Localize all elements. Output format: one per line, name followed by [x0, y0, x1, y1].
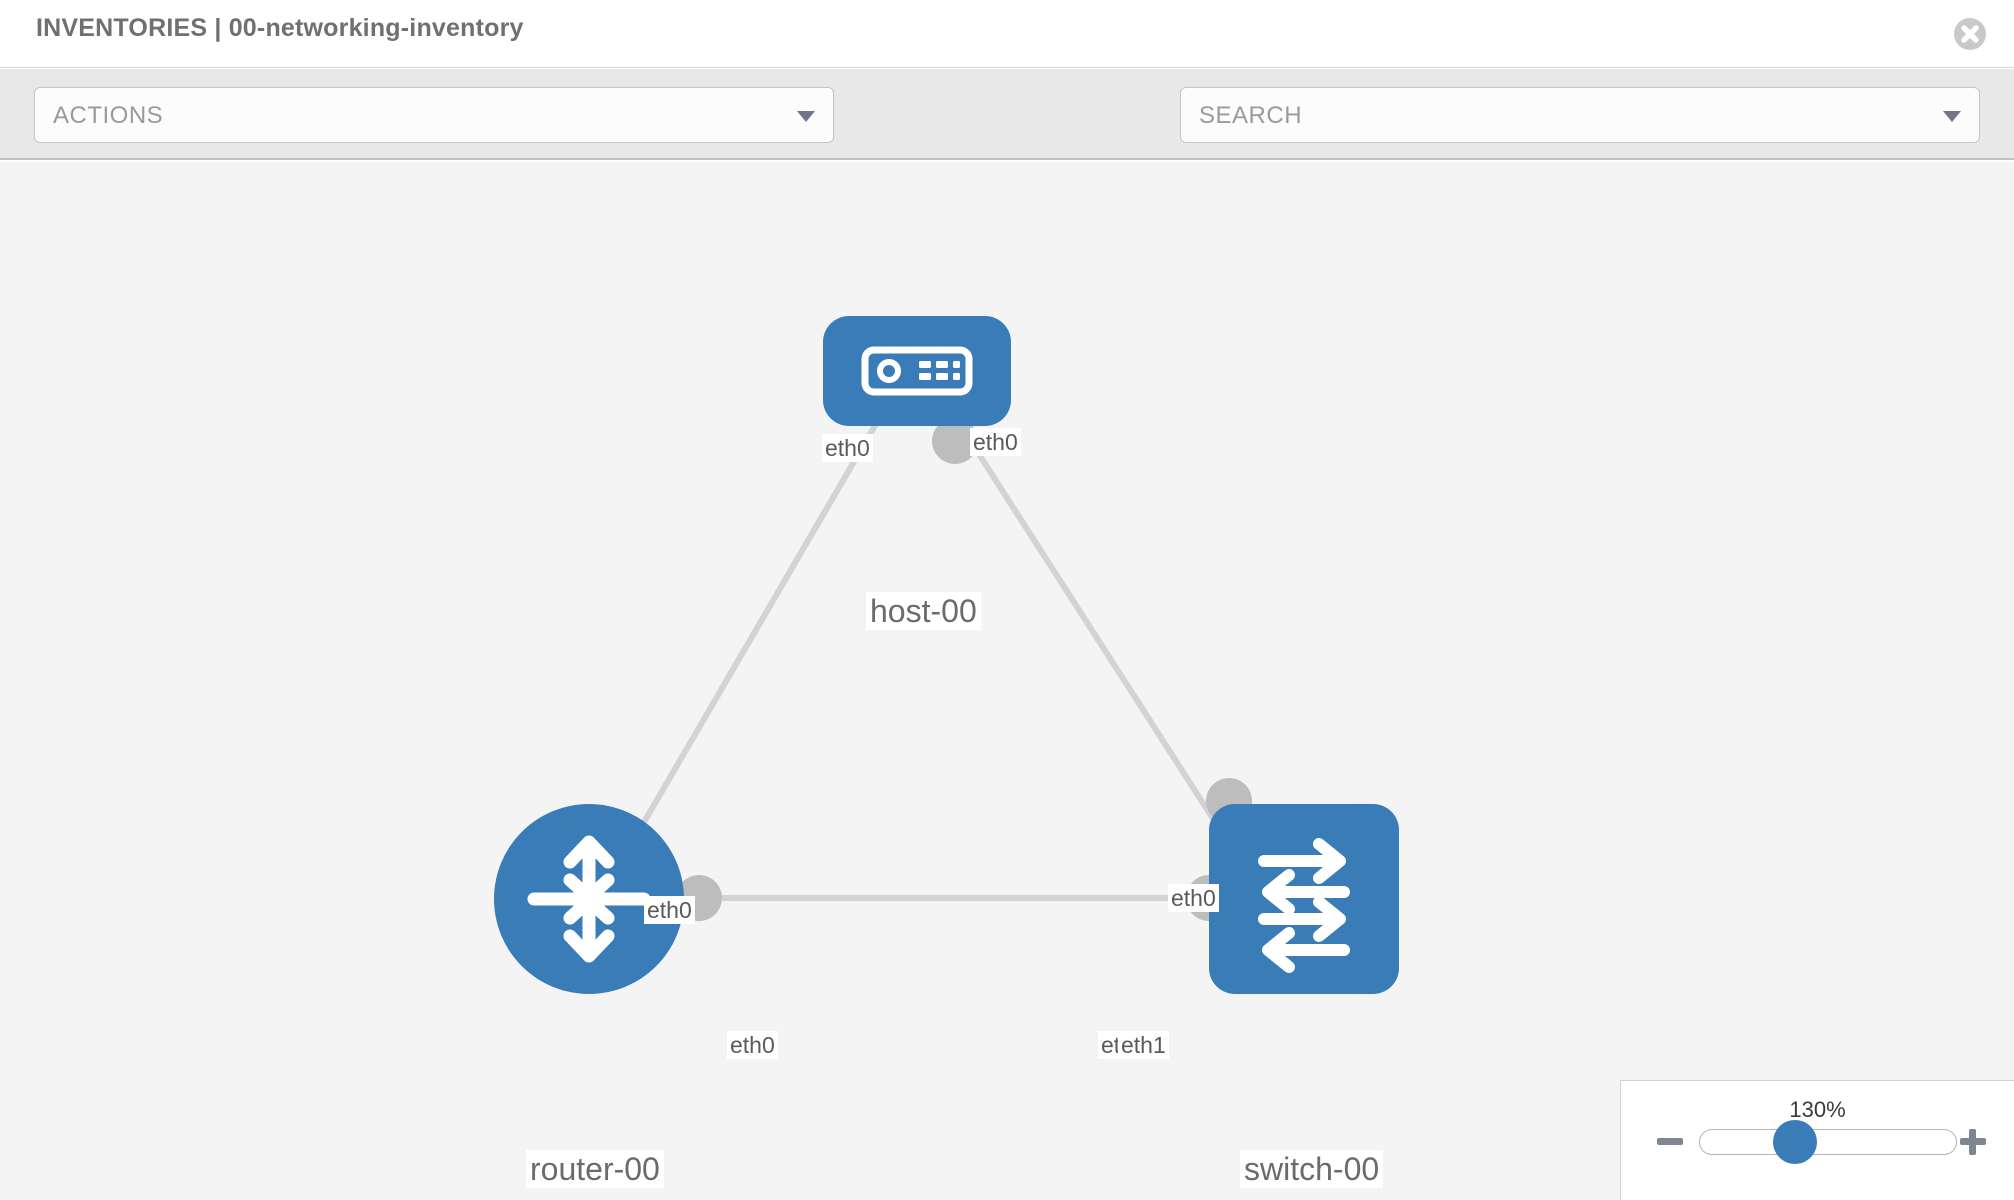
server-icon — [861, 346, 973, 396]
minus-icon[interactable] — [1655, 1127, 1685, 1162]
page-title: INVENTORIES | 00-networking-inventory — [36, 14, 524, 42]
node-label-router-00: router-00 — [526, 1150, 664, 1188]
switch-arrows-icon — [1258, 838, 1350, 973]
node-label-host-00: host-00 — [866, 592, 981, 630]
iface-label-router-up: eth0 — [644, 896, 695, 924]
actions-dropdown[interactable]: ACTIONS — [34, 87, 834, 143]
search-input[interactable]: SEARCH — [1180, 87, 1980, 143]
topology-links — [605, 414, 1258, 901]
iface-label-router-right: eth0 — [727, 1031, 778, 1059]
node-label-switch-00: switch-00 — [1240, 1150, 1384, 1188]
toolbar: ACTIONS SEARCH — [0, 69, 2014, 198]
node-router-00[interactable] — [494, 804, 684, 994]
node-switch-00[interactable] — [1209, 804, 1399, 994]
iface-label-host-right: eth0 — [970, 428, 1021, 456]
iface-label-host-left: eth0 — [822, 434, 873, 462]
link-host-switch — [952, 414, 1258, 887]
iface-label-switch-left: eth1 — [1118, 1031, 1169, 1059]
chevron-down-icon — [797, 111, 815, 122]
router-arrows-icon — [527, 835, 651, 963]
search-placeholder: SEARCH — [1199, 102, 1303, 129]
close-icon[interactable] — [1954, 18, 1986, 50]
node-host-00[interactable] — [823, 316, 1011, 426]
zoom-percent-label: 130% — [1789, 1097, 1846, 1122]
zoom-control: 130% — [1620, 1080, 2014, 1200]
chevron-down-icon[interactable] — [1943, 111, 1961, 122]
topology-canvas[interactable]: eth0 eth0 eth0 eth0 eth0 eth0 eth1 host-… — [0, 162, 2014, 1200]
app-header: INVENTORIES | 00-networking-inventory — [0, 0, 2014, 68]
plus-icon[interactable] — [1958, 1127, 1988, 1162]
iface-label-switch-up: eth0 — [1168, 884, 1219, 912]
link-host-router — [605, 414, 883, 887]
zoom-slider-thumb[interactable] — [1773, 1120, 1817, 1164]
actions-dropdown-label: ACTIONS — [53, 102, 164, 129]
zoom-slider-track[interactable] — [1699, 1129, 1957, 1155]
